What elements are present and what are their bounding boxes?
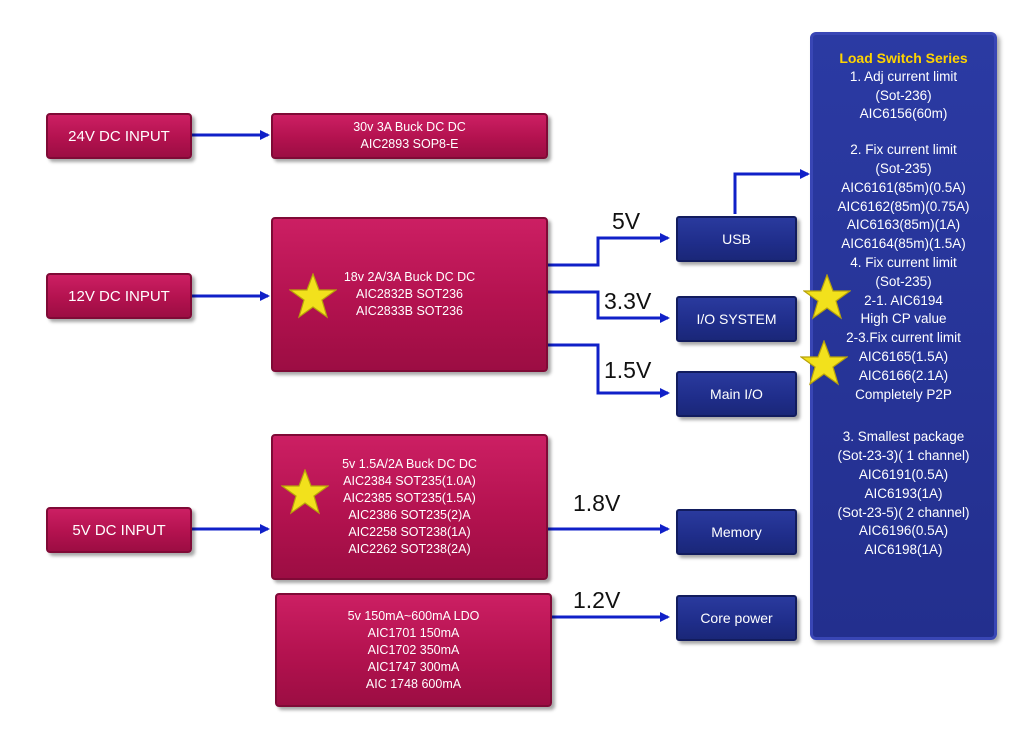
ls-line: AIC6162(85m)(0.75A) [837, 198, 970, 214]
voltage-label-1v5: 1.5V [604, 357, 652, 383]
ls-line: AIC6166(2.1A) [858, 367, 949, 383]
rail-main-io-box: Main I/O [676, 371, 797, 417]
input-5v-box: 5V DC INPUT [46, 507, 192, 553]
buck-5v-line: AIC2385 SOT235(1.5A) [343, 491, 476, 505]
rail-core-power-box: Core power [676, 595, 797, 641]
ls-line: AIC6196(0.5A) [858, 523, 949, 539]
rail-memory-box: Memory [676, 509, 797, 555]
buck-18v-line: 18v 2A/3A Buck DC DC [343, 270, 476, 284]
buck-5v-line: 5v 1.5A/2A Buck DC DC [342, 457, 477, 471]
ldo-line: 5v 150mA~600mA LDO [347, 608, 480, 623]
buck-30v-line: 30v 3A Buck DC DC [353, 120, 466, 134]
buck-5v-line: AIC2258 SOT238(1A) [348, 525, 471, 539]
rail-io-system-label: I/O SYSTEM [696, 311, 777, 327]
input-5v-label: 5V DC INPUT [72, 521, 166, 539]
ls-line: 1. Adj current limit [849, 68, 958, 84]
load-switch-title: Load Switch Series [839, 50, 968, 66]
ls-line: Completely P2P [855, 386, 952, 402]
buck-18v-box: 18v 2A/3A Buck DC DC AIC2832B SOT236 AIC… [271, 217, 548, 372]
buck-5v-line: AIC2384 SOT235(1.0A) [343, 474, 476, 488]
ls-line: (Sot-236) [875, 87, 932, 103]
buck-30v-box: 30v 3A Buck DC DC AIC2893 SOP8-E [271, 113, 548, 159]
buck-18v-line: AIC2833B SOT236 [355, 304, 463, 318]
rail-core-power-label: Core power [700, 610, 773, 626]
star-icon [289, 273, 337, 319]
ls-line: High CP value [860, 311, 947, 327]
rail-io-system-box: I/O SYSTEM [676, 296, 797, 342]
load-switch-panel: Load Switch Series 1. Adj current limit … [810, 32, 997, 640]
buck-5v-line: AIC2262 SOT238(2A) [348, 542, 471, 556]
arrow-15v-rail-to-mainio [548, 343, 670, 398]
voltage-label-3v3: 3.3V [604, 288, 652, 314]
buck-5v-line: AIC2386 SOT235(2)A [348, 508, 471, 522]
ls-line: 2. Fix current limit [850, 142, 957, 158]
rail-usb-box: USB [676, 216, 797, 262]
ls-line: AIC6156(60m) [859, 106, 948, 122]
ls-line: (Sot-235) [875, 160, 932, 176]
voltage-label-5v: 5V [612, 208, 641, 234]
ls-line: 4. Fix current limit [850, 254, 957, 270]
ldo-line: AIC1702 350mA [367, 642, 460, 657]
input-24v-label: 24V DC INPUT [68, 127, 170, 145]
ls-line: AIC6165(1.5A) [858, 348, 949, 364]
ls-line: AIC6191(0.5A) [858, 466, 949, 482]
ldo-box: 5v 150mA~600mA LDO AIC1701 150mA AIC1702… [275, 593, 552, 707]
rail-main-io-label: Main I/O [710, 386, 763, 402]
star-icon [281, 469, 329, 515]
ls-line: (Sot-23-3)( 1 channel) [837, 448, 970, 464]
ls-line: AIC6193(1A) [864, 485, 943, 501]
voltage-label-1v2: 1.2V [573, 587, 621, 613]
ls-line: 2-1. AIC6194 [864, 292, 943, 308]
ls-line: AIC6198(1A) [864, 542, 943, 558]
ls-line: 3. Smallest package [842, 429, 965, 445]
voltage-label-1v8: 1.8V [573, 490, 621, 516]
ldo-line: AIC1747 300mA [367, 659, 460, 674]
buck-18v-line: AIC2832B SOT236 [355, 287, 463, 301]
input-12v-box: 12V DC INPUT [46, 273, 192, 319]
ls-line: AIC6163(85m)(1A) [846, 217, 961, 233]
ls-line: (Sot-23-5)( 2 channel) [837, 504, 970, 520]
arrow-5v-rail-to-usb [548, 233, 670, 267]
ldo-line: AIC 1748 600mA [365, 676, 462, 691]
buck-30v-line: AIC2893 SOP8-E [360, 137, 459, 151]
ls-line: 2-3.Fix current limit [846, 330, 961, 346]
input-12v-label: 12V DC INPUT [68, 287, 170, 305]
rail-usb-label: USB [722, 231, 751, 247]
arrow-usb-to-loadswitch [733, 169, 810, 214]
ls-line: AIC6161(85m)(0.5A) [841, 179, 966, 195]
ldo-line: AIC1701 150mA [367, 625, 460, 640]
rail-memory-label: Memory [711, 524, 762, 540]
ls-line: AIC6164(85m)(1.5A) [841, 236, 966, 252]
star-icon [803, 274, 851, 320]
ls-line: (Sot-235) [875, 273, 932, 289]
input-24v-box: 24V DC INPUT [46, 113, 192, 159]
star-icon [800, 340, 848, 386]
arrow-33v-rail-to-io [548, 290, 670, 323]
